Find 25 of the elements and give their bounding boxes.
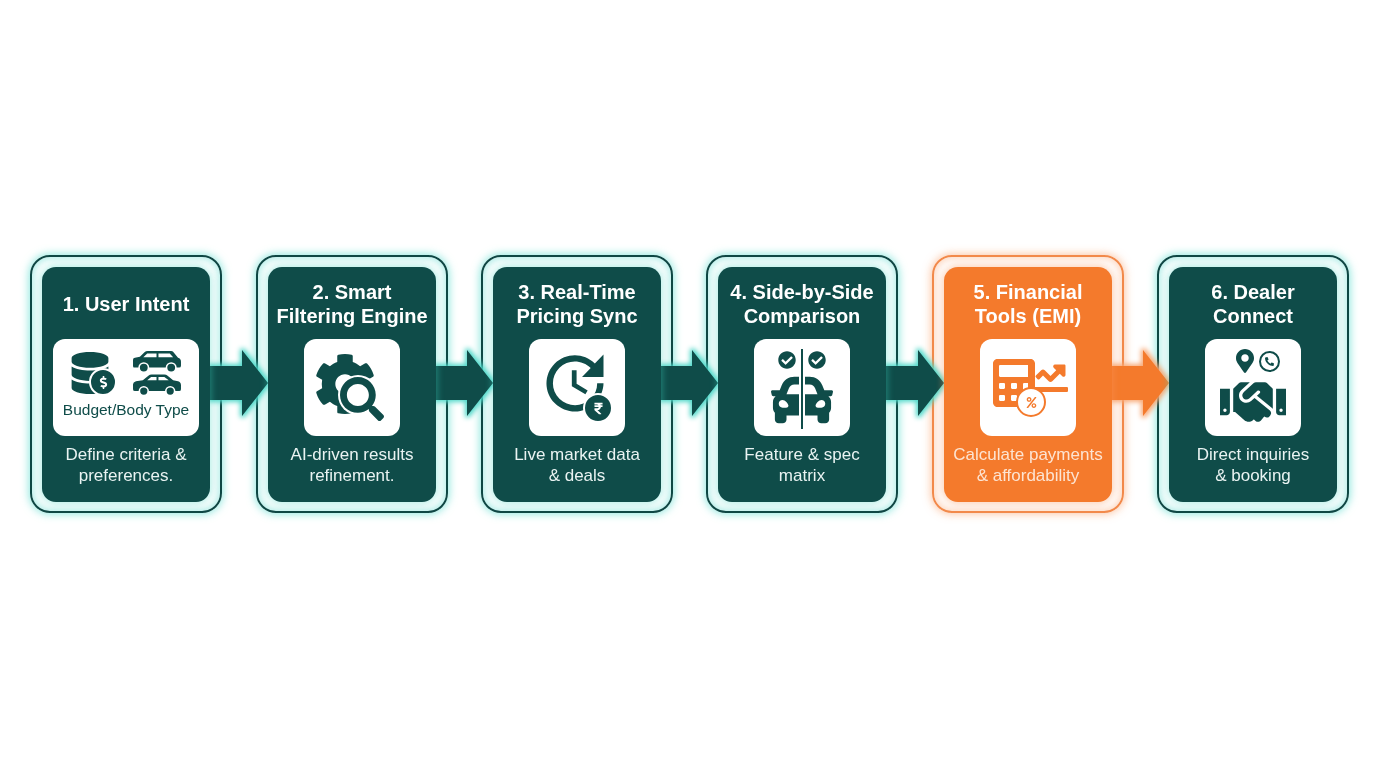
step-title: 1. User Intent: [61, 292, 191, 316]
icon-caption: Budget/Body Type: [62, 401, 190, 419]
step-card: [718, 267, 886, 502]
step-description: AI-driven results refinement.: [289, 444, 415, 486]
step-card: [493, 267, 661, 502]
step-card: [42, 267, 210, 502]
arrow: [1112, 350, 1169, 416]
step-card: [268, 267, 436, 502]
arrow: [661, 350, 718, 416]
step-card: [944, 267, 1112, 502]
arrow: [436, 350, 493, 416]
arrow: [210, 350, 268, 416]
arrow: [886, 350, 944, 416]
step-card: [1169, 267, 1337, 502]
step-title: 2. Smart Filtering Engine: [275, 280, 429, 328]
step-description: Live market data & deals: [513, 444, 641, 486]
step-title: 5. Financial Tools (EMI): [972, 280, 1084, 328]
step-title: 6. Dealer Connect: [1210, 280, 1296, 328]
step-title: 3. Real-Time Pricing Sync: [515, 280, 639, 328]
icon-panel: [53, 339, 199, 436]
step-description: Direct inquiries & booking: [1195, 444, 1311, 486]
step-description: Calculate payments & affordability: [952, 444, 1104, 486]
step-description: Feature & spec matrix: [743, 444, 861, 486]
step-title: 4. Side-by-Side Comparison: [729, 280, 875, 328]
step-description: Define criteria & preferences.: [64, 444, 188, 486]
